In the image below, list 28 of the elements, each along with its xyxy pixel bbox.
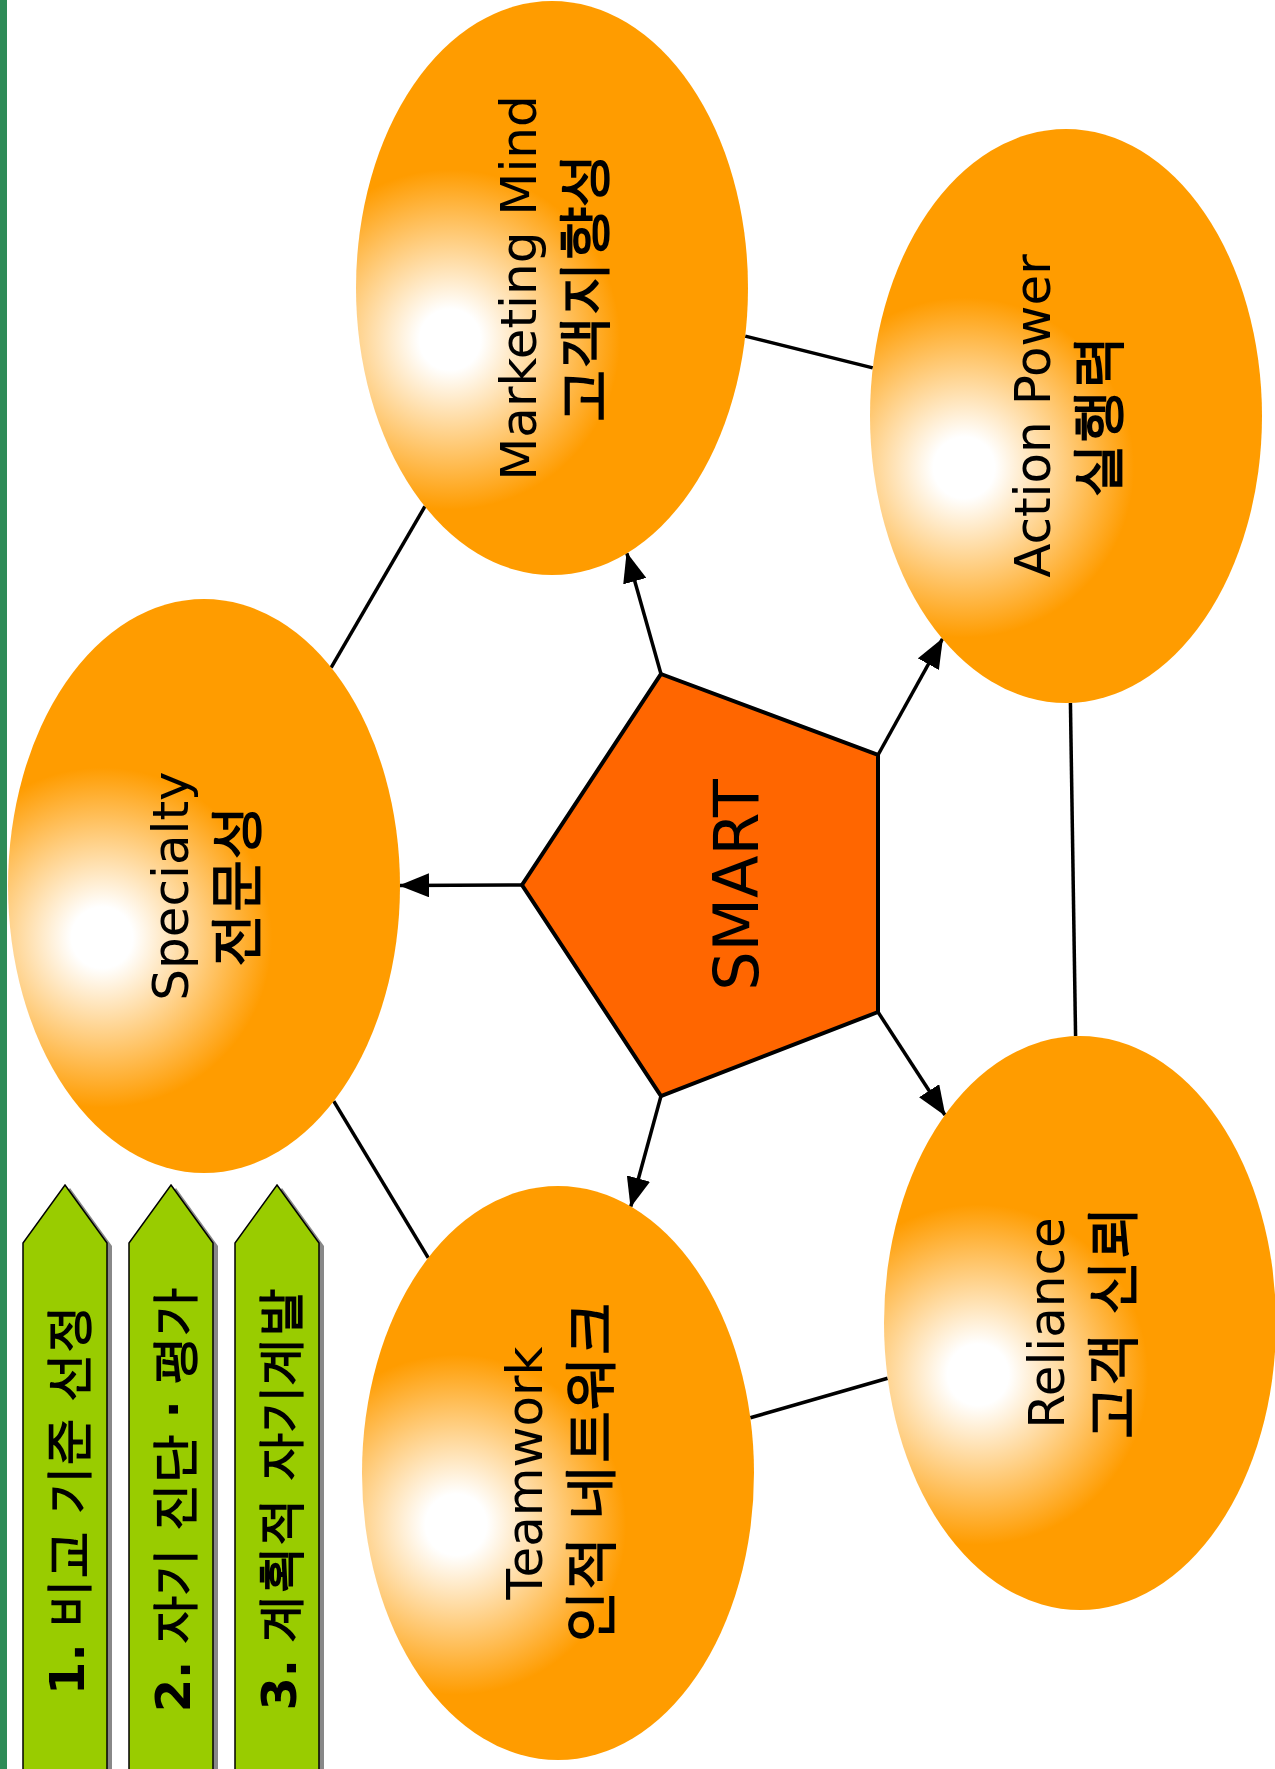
pentagon-node (520, 672, 880, 1098)
korean-label: 인적 네트워크 (556, 1301, 621, 1645)
step-label: 3. 계획적 자기계발 (250, 1289, 308, 1711)
english-label: Reliance (1017, 1216, 1078, 1431)
english-label: Specialty (141, 771, 202, 1001)
korean-label: 고객지향성 (550, 152, 615, 425)
arrow (876, 1011, 947, 1116)
connector-line (1068, 702, 1078, 1037)
step-banner (23, 1185, 113, 1769)
step-banner (129, 1185, 219, 1769)
arrow (876, 637, 944, 756)
step-label: 1. 비교 기준 선정 (38, 1305, 96, 1696)
step-banner (235, 1185, 325, 1769)
english-label: Marketing Mind (489, 95, 550, 481)
arrow (623, 552, 663, 675)
arrow (626, 1095, 663, 1208)
arrow (399, 873, 522, 898)
korean-label: 실행력 (1064, 334, 1129, 499)
connector-line (332, 1100, 430, 1259)
connector-line (749, 1376, 889, 1420)
center-label: SMART (699, 779, 773, 991)
korean-label: 고객 신뢰 (1078, 1205, 1143, 1441)
connector-line (744, 334, 874, 370)
korean-label: 전문성 (202, 804, 267, 969)
english-label: Action Power (1003, 254, 1064, 578)
english-label: Teamwork (495, 1345, 556, 1602)
step-label: 2. 자기 진단 · 평가 (144, 1288, 202, 1713)
connector-line (329, 505, 427, 669)
